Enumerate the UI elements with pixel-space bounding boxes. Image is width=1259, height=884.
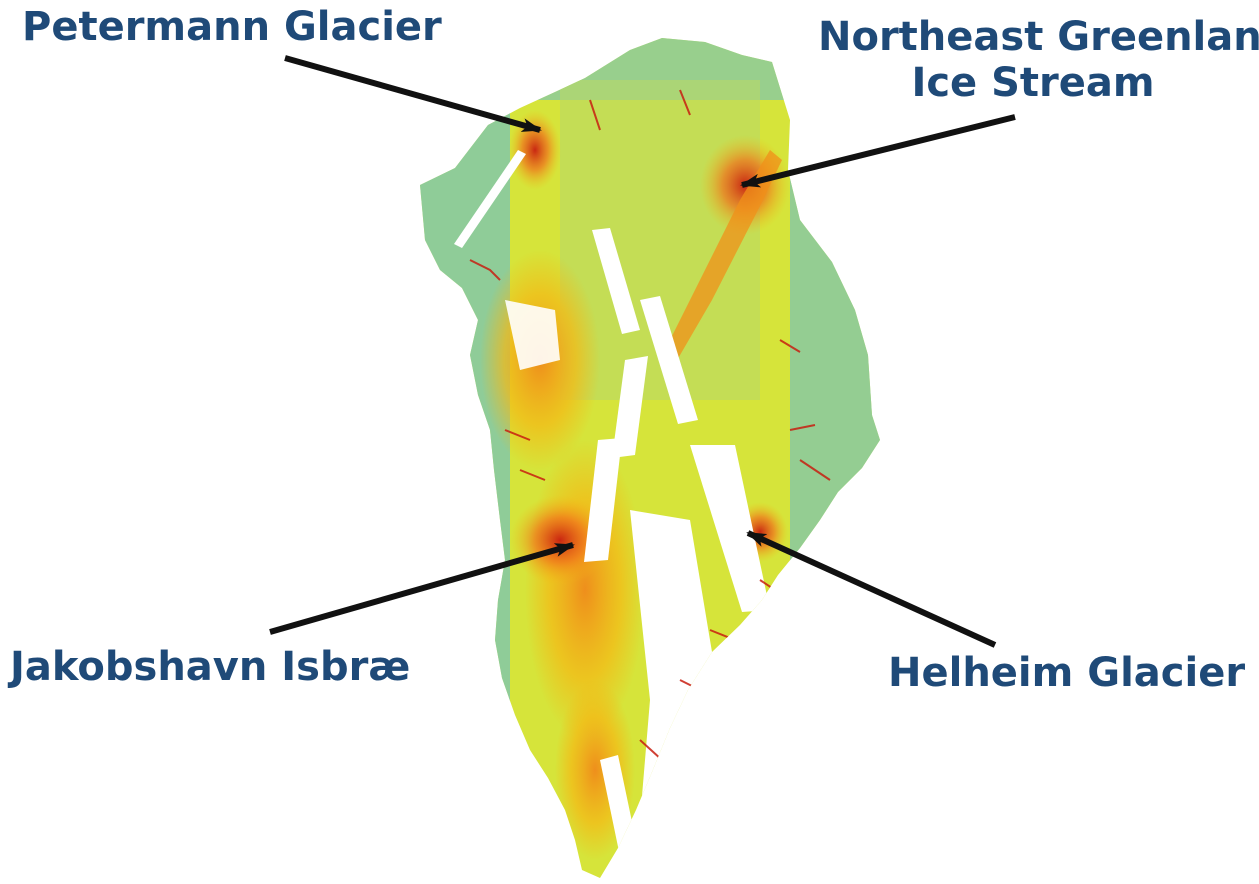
data-gap-northwest [454, 150, 526, 248]
arrow-jakobshavn [269, 542, 575, 635]
label-petermann-glacier: Petermann Glacier [22, 4, 442, 50]
arrow-helheim [746, 530, 997, 648]
data-gap-west-inlet [505, 300, 560, 370]
arrow-negis [740, 114, 1016, 188]
coastal-band-west [420, 38, 510, 878]
ice-sheet [420, 38, 880, 878]
data-gap-mid [584, 438, 622, 562]
data-gap-north-central [592, 228, 640, 334]
negis-stream [660, 150, 782, 362]
label-jakobshavn-isbrae: Jakobshavn Isbræ [10, 644, 411, 690]
label-helheim-glacier: Helheim Glacier [888, 650, 1246, 696]
arrow-petermann [284, 55, 542, 133]
data-gap-central-east [640, 296, 698, 424]
label-negis-line2: Ice Stream [911, 60, 1155, 106]
jakobshavn-hotspot [510, 495, 610, 585]
data-gap-central [612, 356, 648, 458]
data-gap-east-swath [690, 445, 770, 612]
label-negis-line1: Northeast Greenland [818, 14, 1259, 60]
label-northeast-greenland-ice-stream: Northeast Greenland Ice Stream [818, 14, 1259, 106]
